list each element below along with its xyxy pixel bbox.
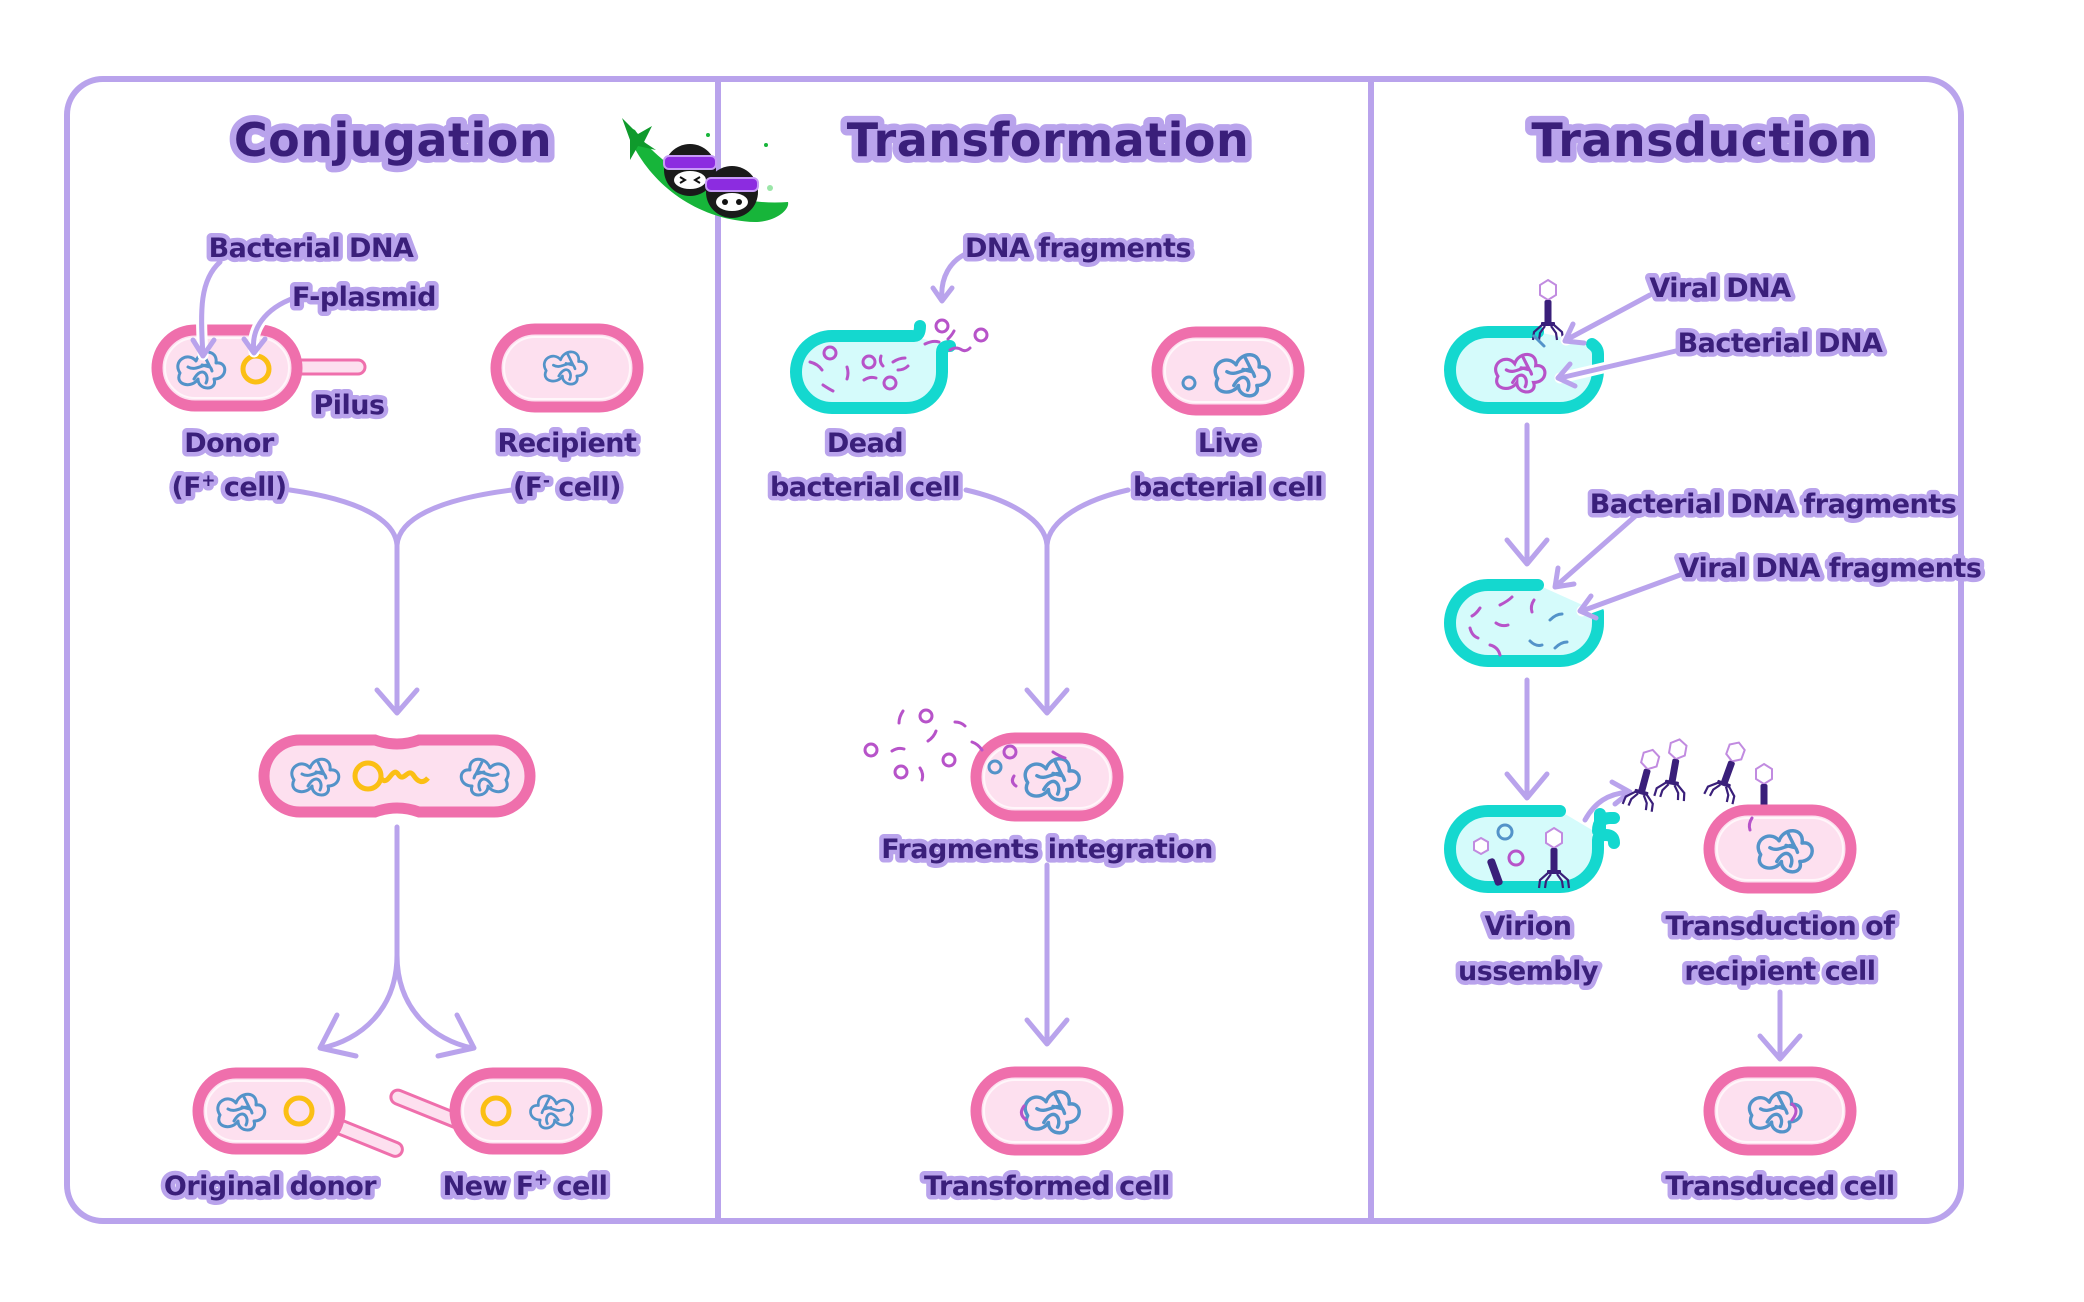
bacteriophage-icon — [1703, 736, 1755, 806]
flow-arrow-release — [1582, 779, 1633, 823]
label-transformed-cell: Transformed cell — [924, 1171, 1170, 1202]
outer-frame — [64, 76, 1964, 1224]
pointer-arrow — [1552, 509, 1643, 590]
label-pilus: Pilus — [313, 390, 384, 421]
original-donor-cell — [192, 1067, 404, 1158]
transduced-cell — [1703, 1066, 1857, 1156]
pointer-arrow — [1562, 292, 1653, 346]
label-transduced-cell: Transduced cell — [1665, 1171, 1894, 1202]
transformation-panel: DNA fragments Dead bacterial cell Live b… — [765, 229, 1328, 1207]
dead-bacterial-cell — [790, 318, 989, 414]
bacteriophage-icon — [1653, 735, 1696, 803]
label-virion: Virion — [1484, 911, 1571, 942]
flow-arrow-down — [1757, 989, 1803, 1062]
label-bacterial-dna-fragments: Bacterial DNA fragments — [1590, 489, 1957, 520]
virion-assembly-cell — [1444, 805, 1620, 893]
pointer-arrow — [190, 259, 223, 359]
label-f-plasmid: F-plasmid — [292, 282, 436, 313]
label-original-donor: Original donor — [164, 1171, 377, 1202]
flow-arrow-down — [1024, 862, 1070, 1047]
label-recipient-type: (F- cell) — [513, 471, 621, 503]
flow-arrow-merge — [287, 487, 515, 716]
label-dead: Dead — [827, 428, 903, 459]
live-bacterial-cell — [1151, 326, 1305, 416]
label-bacterial-dna: Bacterial DNA — [209, 233, 414, 264]
donor-cell — [151, 324, 367, 412]
pointer-arrow — [241, 293, 303, 356]
label-fragments-integration: Fragments integration — [881, 834, 1213, 865]
label-live: Live — [1198, 428, 1258, 459]
panel-title-conjugation: Conjugation — [234, 113, 552, 167]
label-assembly: ussembly — [1458, 956, 1599, 987]
label-live-bacterial-cell: bacterial cell — [1133, 472, 1323, 503]
new-f-plus-cell — [389, 1067, 603, 1155]
peapod-mascot-icon — [622, 118, 789, 222]
conjugation-panel: Bacterial DNA F-plasmid Pilus Donor (F+ … — [151, 229, 644, 1207]
flow-arrow-split — [317, 824, 477, 1059]
pointer-arrow — [1577, 572, 1683, 621]
infected-cell — [1444, 278, 1604, 414]
fragments-integration-cell — [863, 708, 1124, 822]
label-bacterial-dna: Bacterial DNA — [1678, 328, 1883, 359]
dna-fragments-icon — [808, 318, 989, 393]
label-viral-dna-fragments: Viral DNA fragments — [1679, 553, 1982, 584]
transduction-panel: Viral DNA Bacterial DNA Bacterial DNA fr… — [1444, 269, 1986, 1207]
label-donor: Donor — [184, 428, 275, 459]
flow-arrow-merge — [963, 487, 1131, 716]
label-dead-bacterial-cell: bacterial cell — [770, 472, 960, 503]
flow-arrow-down — [1504, 422, 1550, 567]
panel-title-transduction: Transduction — [1531, 113, 1872, 167]
transformed-cell — [970, 1066, 1124, 1156]
bacteriophage-icon — [1621, 744, 1669, 813]
recipient-cell — [490, 323, 644, 413]
label-donor-type: (F+ cell) — [171, 471, 286, 503]
label-viral-dna: Viral DNA — [1649, 273, 1791, 304]
label-new-f-plus-cell: New F+ cell — [443, 1170, 608, 1202]
label-transduction-of: Transduction of — [1666, 911, 1896, 942]
flow-arrow-down — [1504, 677, 1550, 801]
conjugating-cells — [258, 734, 536, 818]
pointer-arrow — [930, 250, 971, 304]
label-dna-fragments: DNA fragments — [965, 233, 1191, 264]
transduction-recipient-cell — [1703, 804, 1857, 894]
panel-title-transformation: Transformation — [847, 113, 1250, 167]
label-recipient: Recipient — [498, 428, 637, 459]
pointer-arrow — [1555, 347, 1683, 389]
fragmented-dna-cell — [1444, 579, 1604, 667]
label-recipient-cell: recipient cell — [1684, 956, 1875, 987]
